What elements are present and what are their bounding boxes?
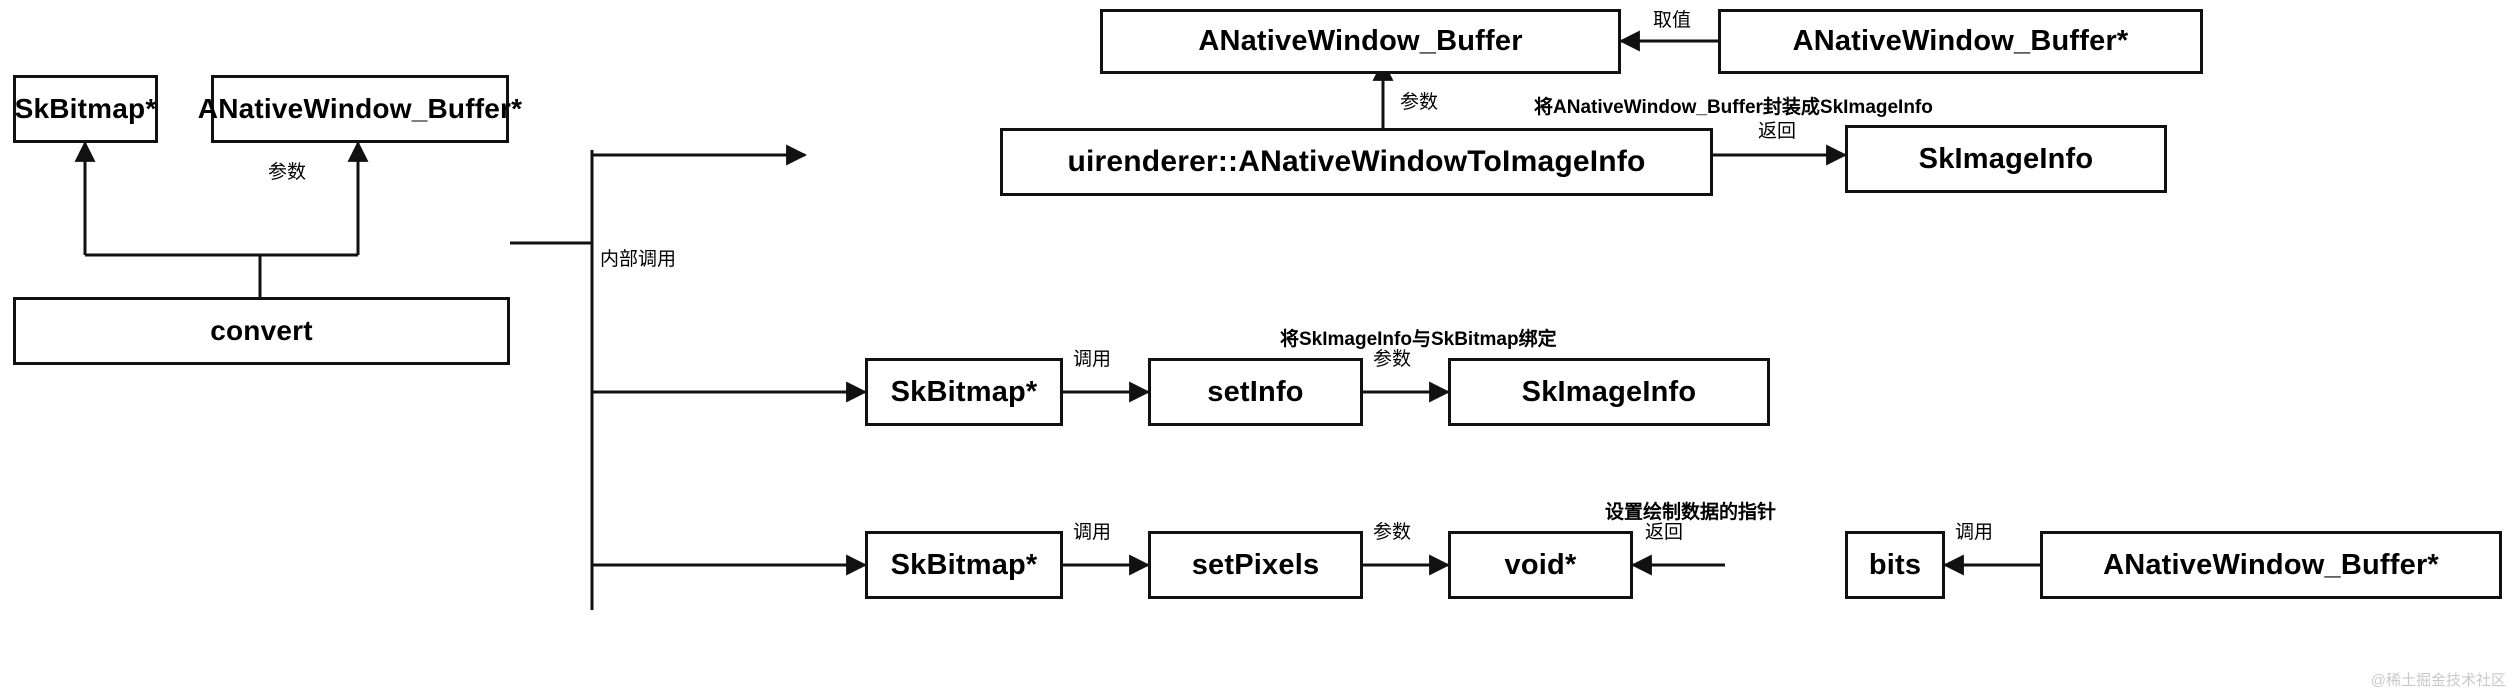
node-anativewindow-buffer[interactable]: ANativeWindow_Buffer [1100, 9, 1621, 74]
edge-label-void-return: 返回 [1645, 522, 1684, 543]
node-label: void* [1504, 548, 1577, 581]
node-label: ANativeWindow_Buffer* [197, 93, 523, 124]
node-label: convert [210, 315, 313, 346]
edge-label-convert-params: 参数 [268, 162, 307, 183]
edge-label-to-image-info-param: 参数 [1400, 92, 1439, 113]
node-label: uirenderer::ANativeWindowToImageInfo [1067, 145, 1646, 178]
caption-wrap-buffer: 将ANativeWindow_Buffer封装成SkImageInfo [1534, 97, 1933, 118]
node-anativewindow-buffer-ptr-right[interactable]: ANativeWindow_Buffer* [1718, 9, 2203, 74]
node-label: SkImageInfo [1521, 375, 1697, 408]
node-bits[interactable]: bits [1845, 531, 1945, 599]
node-label: setPixels [1191, 548, 1320, 581]
edge-label-setinfo-param: 参数 [1373, 349, 1412, 370]
edge-label-get-value: 取值 [1653, 10, 1692, 31]
node-label: ANativeWindow_Buffer [1198, 25, 1523, 57]
edge-label-to-image-info-return: 返回 [1758, 121, 1797, 142]
node-skimageinfo-2[interactable]: SkImageInfo [1448, 358, 1770, 426]
node-skbitmap-row2[interactable]: SkBitmap* [865, 358, 1063, 426]
node-skbitmap-top[interactable]: SkBitmap* [13, 75, 158, 143]
edge-label-setpixels-call: 调用 [1073, 522, 1112, 543]
node-setinfo[interactable]: setInfo [1148, 358, 1363, 426]
node-anativewindow-buffer-ptr-top[interactable]: ANativeWindow_Buffer* [198, 75, 522, 143]
node-convert[interactable]: convert [13, 297, 510, 365]
edge-label-internal-call: 内部调用 [600, 249, 677, 270]
watermark: @稀土掘金技术社区 [2370, 672, 2506, 689]
edge-label-setpixels-param: 参数 [1373, 522, 1412, 543]
node-label: setInfo [1207, 375, 1304, 408]
node-anativewindow-buffer-ptr-bottom[interactable]: ANativeWindow_Buffer* [2040, 531, 2502, 599]
node-label: SkImageInfo [1918, 142, 2094, 175]
caption-set-data-pointer: 设置绘制数据的指针 [1605, 502, 1777, 523]
node-label: ANativeWindow_Buffer* [1792, 25, 2129, 57]
node-anativewindow-to-image-info[interactable]: uirenderer::ANativeWindowToImageInfo [1000, 128, 1713, 196]
node-label: SkBitmap* [890, 375, 1038, 408]
node-void-ptr[interactable]: void* [1448, 531, 1633, 599]
caption-bind-info: 将SkImageInfo与SkBitmap绑定 [1280, 329, 1557, 350]
node-label: ANativeWindow_Buffer* [2103, 548, 2439, 581]
edge-label-bits-call: 调用 [1955, 522, 1994, 543]
node-label: bits [1868, 548, 1922, 581]
node-setpixels[interactable]: setPixels [1148, 531, 1363, 599]
node-label: SkBitmap* [14, 93, 157, 124]
node-skbitmap-row3[interactable]: SkBitmap* [865, 531, 1063, 599]
node-label: SkBitmap* [890, 548, 1038, 581]
edge-label-setinfo-call: 调用 [1073, 349, 1112, 370]
node-skimageinfo-1[interactable]: SkImageInfo [1845, 125, 2167, 193]
